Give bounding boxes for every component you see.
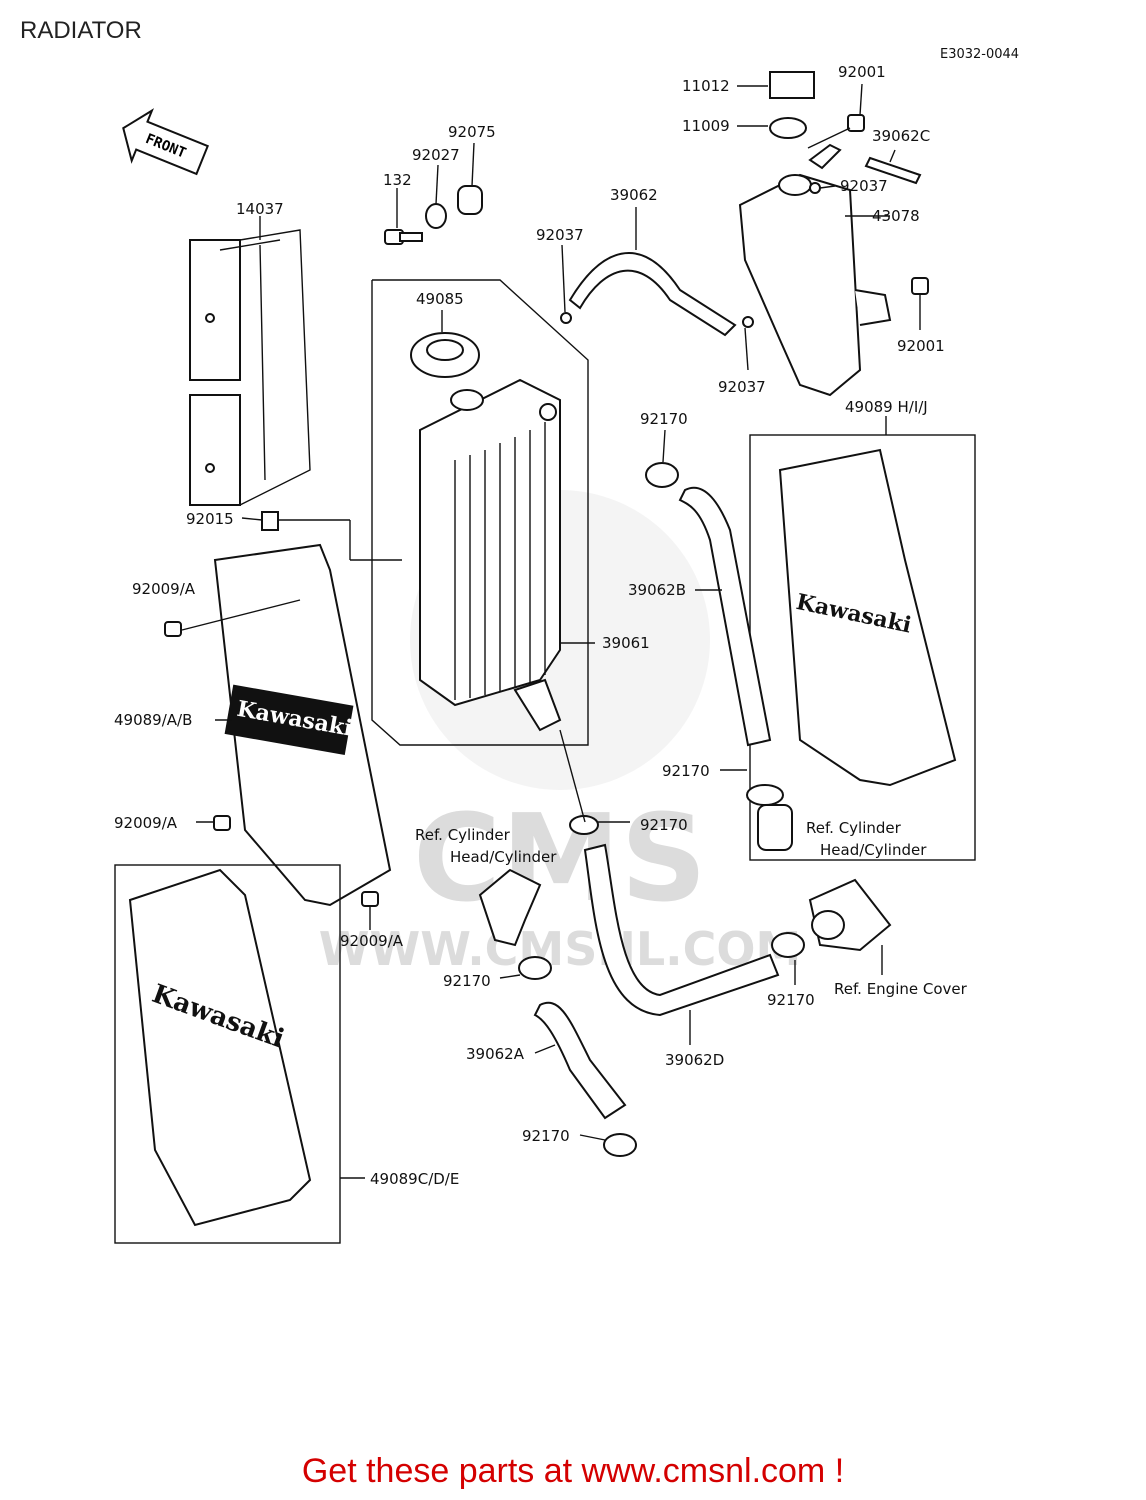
hose-39062b [678,486,772,747]
radiator-grille-14037 [189,229,311,506]
label-92015: 92015 [186,510,234,528]
diagram-code: E3032-0044 [940,47,1019,62]
cylinder-fitting-left [478,868,542,947]
leader-lines [181,83,921,1179]
label-39062b: 39062B [628,581,686,599]
label-ref-cylinder-left-1: Ref. Cylinder [415,826,511,844]
label-92170-top: 92170 [640,410,688,428]
label-ref-cylinder-left-2: Head/Cylinder [450,848,557,866]
label-92037-hose: 92037 [536,226,584,244]
bolt-92001-top [847,114,865,132]
label-92170-center: 92170 [640,816,688,834]
hose-39062a [533,1002,627,1120]
label-92009a-top: 92009/A [132,580,196,598]
bolt-132 [384,229,423,245]
grommet-92075 [457,185,483,215]
radiator-core [419,378,562,732]
label-49089-h-i-j: 49089 H/I/J [845,398,928,416]
tube-39062c [808,143,922,185]
front-arrow-icon: FRONT [122,108,210,176]
label-92001-top: 92001 [838,63,886,81]
label-92170-bottom: 92170 [522,1127,570,1145]
bolt-92009a-icons [164,621,379,907]
label-39061: 39061 [602,634,650,652]
bolt-92001-right [911,277,929,295]
part-labels: 11012 92001 11009 39062C 92037 43078 920… [114,63,968,1188]
watermark-url: WWW.CMSNL.COM [319,922,802,976]
label-39062: 39062 [610,186,658,204]
label-92037-right: 92037 [718,378,766,396]
radiator-cap-49085 [410,332,480,378]
shroud-49089-a-b: Kawasaki [213,543,392,907]
label-11009: 11009 [682,117,730,135]
label-39062a: 39062A [466,1045,525,1063]
label-92037-tank: 92037 [840,177,888,195]
label-92009a-bottom: 92009/A [340,932,404,950]
label-92170-right-upper: 92170 [662,762,710,780]
tank-cap-11012 [769,71,815,99]
radiator-group-outline [371,279,589,746]
washer-92027 [425,203,447,229]
label-92075: 92075 [448,123,496,141]
gasket-11009 [769,117,807,139]
label-ref-engine-cover: Ref. Engine Cover [834,980,968,998]
label-11012: 11012 [682,77,730,95]
label-ref-cylinder-right-1: Ref. Cylinder [806,819,902,837]
watermark-logo: CMS [413,790,707,929]
footer-promo: Get these parts at www.cmsnl.com ! [301,1452,845,1490]
label-92001-right: 92001 [897,337,945,355]
label-43078: 43078 [872,207,920,225]
label-92027: 92027 [412,146,460,164]
clamp-92170-icons [518,462,805,1157]
shroud-49089-c-d-e: Kawasaki [114,864,341,1244]
label-ref-cylinder-right-2: Head/Cylinder [820,841,927,859]
engine-cover-fitting [808,878,892,952]
reservoir-tank-43078 [738,173,892,397]
shroud-49089-h-i-j: Kawasaki [749,434,976,861]
label-92170-right-lower: 92170 [767,991,815,1009]
hose-39062 [568,252,737,337]
clip-92015 [261,511,279,531]
label-49085: 49085 [416,290,464,308]
label-49089-c-d-e: 49089C/D/E [370,1170,459,1188]
cylinder-fitting-right [757,804,793,851]
label-39062d: 39062D [665,1051,724,1069]
hose-39062d [583,843,780,1017]
label-92009a-mid: 92009/A [114,814,178,832]
label-49089-a-b: 49089/A/B [114,711,192,729]
label-92170-left-lower: 92170 [443,972,491,990]
label-132: 132 [383,171,412,189]
label-39062c: 39062C [872,127,930,145]
label-14037: 14037 [236,200,284,218]
page-title: RADIATOR [20,17,142,44]
